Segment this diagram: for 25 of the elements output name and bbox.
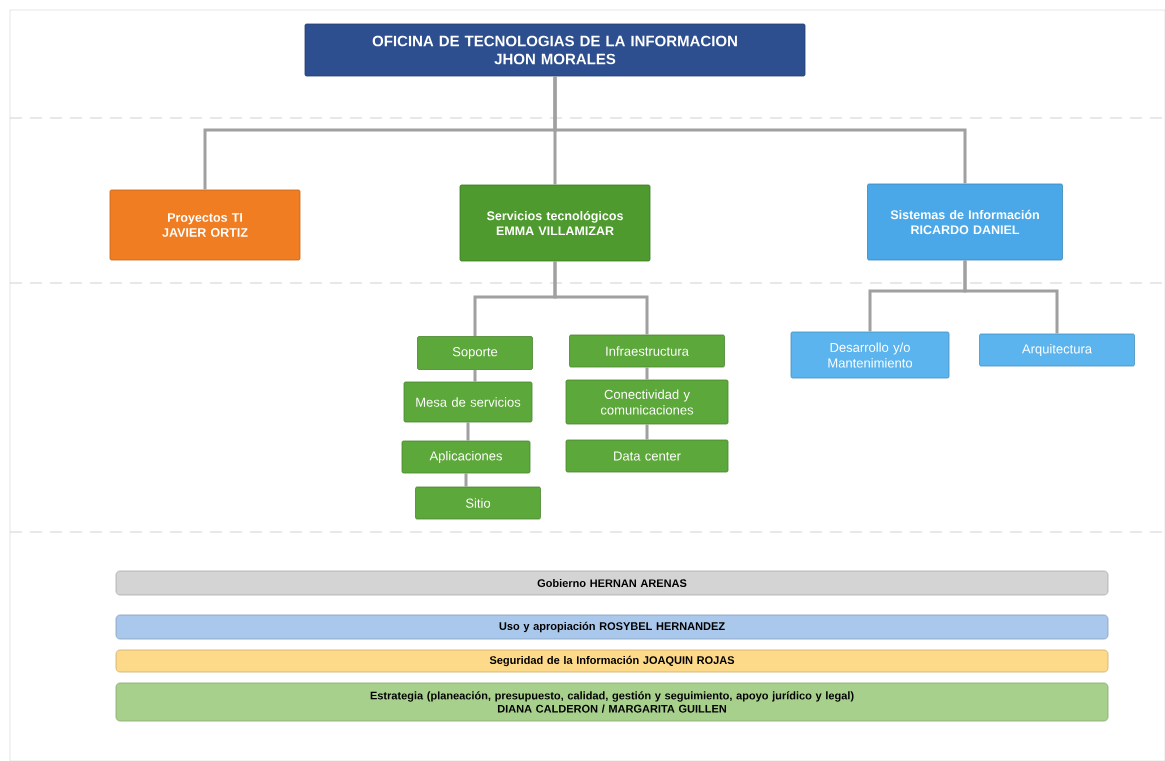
department-box: Sistemas de Información RICARDO DANIEL (867, 183, 1063, 261)
unit-box: Data center (565, 439, 729, 473)
unit-box: Desarrollo y/o Mantenimiento (790, 331, 950, 379)
unit-box: Soporte (417, 336, 533, 370)
unit-box: Aplicaciones (401, 440, 531, 474)
connector-line (645, 424, 649, 440)
department-box: Servicios tecnológicos EMMA VILLAMIZAR (459, 184, 651, 262)
connector-line (473, 369, 477, 382)
title-box: OFICINA DE TECNOLOGIAS DE LA INFORMACION JHON MORALES (304, 23, 806, 77)
connector-line (553, 261, 649, 335)
connector-line (466, 422, 470, 441)
team-band: Gobierno HERNAN ARENAS (115, 570, 1109, 596)
unit-box: Sitio (415, 486, 541, 520)
team-band: Estrategia (planeación, presupuesto, calidad, gestión y seguimiento, apoyo jurídico y legal) DIANA CALDERON / MARGARITA GUILLEN (115, 682, 1109, 722)
unit-box: Mesa de servicios (403, 381, 533, 423)
connector-line (464, 473, 468, 487)
unit-box: Arquitectura (979, 333, 1135, 367)
connector-line (553, 76, 967, 184)
team-band: Seguridad de la Información JOAQUIN ROJAS (115, 649, 1109, 673)
unit-box: Infraestructura (569, 334, 725, 368)
unit-box: Conectividad y comunicaciones (565, 379, 729, 425)
department-box: Proyectos TI JAVIER ORTIZ (109, 189, 301, 261)
team-band: Uso y apropiación ROSYBEL HERNANDEZ (115, 614, 1109, 640)
connector-line (645, 367, 649, 380)
connector-line (963, 260, 1059, 334)
